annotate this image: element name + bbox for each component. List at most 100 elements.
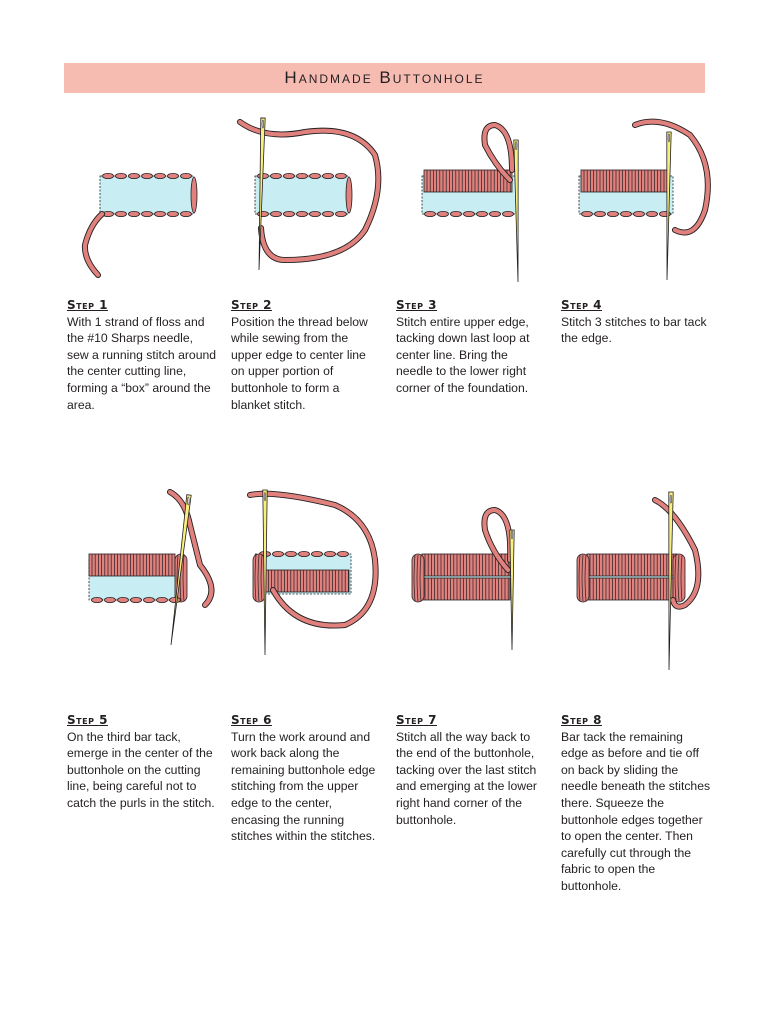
running-stitch — [154, 211, 166, 218]
step-1: Step 1 With 1 strand of floss and the #1… — [67, 297, 217, 413]
step-8: Step 8 Bar tack the remaining edge as be… — [561, 712, 711, 895]
running-stitch — [167, 211, 179, 218]
thread — [632, 119, 710, 235]
step-2: Step 2 Position the thread below while s… — [231, 297, 381, 413]
running-stitch — [91, 597, 103, 604]
step-4-title: Step 4 — [561, 298, 602, 312]
running-stitch — [270, 211, 282, 218]
thread — [247, 491, 378, 628]
page-title: Handmade Buttonhole — [284, 68, 485, 87]
bar-tack-stitch — [257, 554, 260, 602]
needle-eye — [510, 530, 514, 540]
buttonhole-stitch-band — [421, 577, 511, 601]
step-6-illustration — [235, 480, 395, 670]
running-stitch — [272, 551, 284, 558]
step-5-text: On the third bar tack, emerge in the cen… — [67, 729, 215, 810]
needle-eye — [514, 141, 518, 150]
running-stitch — [141, 211, 153, 218]
running-stitch — [141, 173, 153, 180]
step-6: Step 6 Turn the work around and work bac… — [231, 712, 381, 845]
thread — [652, 497, 701, 609]
running-stitch — [154, 173, 166, 180]
running-stitch — [476, 211, 488, 218]
bar-tack-stitch — [584, 554, 587, 602]
running-stitch — [437, 211, 449, 218]
step-3: Step 3 Stitch entire upper edge, tacking… — [396, 297, 546, 397]
running-stitch — [489, 211, 501, 218]
running-stitch — [337, 551, 349, 558]
running-stitch — [285, 551, 297, 558]
running-stitch — [117, 597, 129, 604]
running-stitch — [128, 173, 140, 180]
running-stitch — [190, 176, 198, 214]
bar-tack-stitch — [413, 554, 416, 602]
running-stitch — [270, 173, 282, 180]
bar-tack — [576, 553, 590, 603]
step-5-illustration — [75, 480, 235, 670]
running-stitch — [143, 597, 155, 604]
bar-tack-stitch — [578, 554, 581, 602]
bar-tack-stitch — [419, 554, 422, 602]
bar-tack-stitch — [416, 554, 419, 602]
needle — [666, 131, 672, 281]
step-1-text: With 1 strand of floss and the #10 Sharp… — [67, 314, 217, 412]
running-stitch — [502, 211, 514, 218]
bar-tack-stitch — [677, 554, 680, 602]
running-stitch — [296, 211, 308, 218]
running-stitch — [335, 173, 347, 180]
bar-tack-stitch — [260, 554, 263, 602]
bar-tack-stitch — [581, 554, 584, 602]
running-stitch — [345, 176, 353, 214]
step-5-title: Step 5 — [67, 713, 108, 727]
running-stitch — [335, 211, 347, 218]
needle-eye — [263, 492, 267, 501]
needle — [513, 139, 519, 283]
thread — [482, 122, 515, 183]
step-7-title: Step 7 — [396, 713, 437, 727]
thread — [237, 119, 381, 263]
running-stitch — [169, 597, 181, 604]
running-stitch — [180, 173, 192, 180]
running-stitch — [102, 173, 114, 180]
title-banner: Handmade Buttonhole — [64, 63, 705, 93]
running-stitch — [620, 211, 632, 218]
step-2-illustration — [225, 110, 385, 300]
running-stitch — [633, 211, 645, 218]
running-stitch — [115, 211, 127, 218]
running-stitch — [296, 173, 308, 180]
step-2-title: Step 2 — [231, 298, 272, 312]
fabric-box — [254, 175, 350, 215]
bar-tack-stitch — [182, 554, 185, 602]
step-7-illustration — [400, 480, 560, 670]
step-4-text: Stitch 3 stitches to bar tack the edge. — [561, 314, 707, 346]
running-stitch — [156, 597, 168, 604]
running-stitch — [311, 551, 323, 558]
running-stitch — [257, 211, 269, 218]
step-6-text: Turn the work around and work back along… — [231, 729, 376, 844]
needle — [262, 489, 268, 656]
running-stitch — [309, 211, 321, 218]
bar-tack-stitch — [674, 554, 677, 602]
step-3-text: Stitch entire upper edge, tacking down l… — [396, 314, 530, 395]
needle — [170, 494, 192, 646]
needle-eye — [261, 119, 264, 129]
step-3-title: Step 3 — [396, 298, 437, 312]
step-7: Step 7 Stitch all the way back to the en… — [396, 712, 546, 828]
running-stitch — [607, 211, 619, 218]
running-stitch — [128, 211, 140, 218]
running-stitch — [167, 173, 179, 180]
step-1-title: Step 1 — [67, 298, 108, 312]
thread — [82, 211, 105, 278]
running-stitch — [322, 211, 334, 218]
running-stitch — [581, 211, 593, 218]
running-stitch — [594, 211, 606, 218]
needle-eye — [669, 494, 673, 504]
step-8-text: Bar tack the remaining edge as before an… — [561, 729, 711, 893]
running-stitch — [283, 211, 295, 218]
step-8-title: Step 8 — [561, 713, 602, 727]
running-stitch — [322, 173, 334, 180]
step-2-text: Position the thread below while sewing f… — [231, 314, 368, 412]
running-stitch — [115, 173, 127, 180]
needle-eye — [667, 133, 671, 143]
running-stitch — [450, 211, 462, 218]
